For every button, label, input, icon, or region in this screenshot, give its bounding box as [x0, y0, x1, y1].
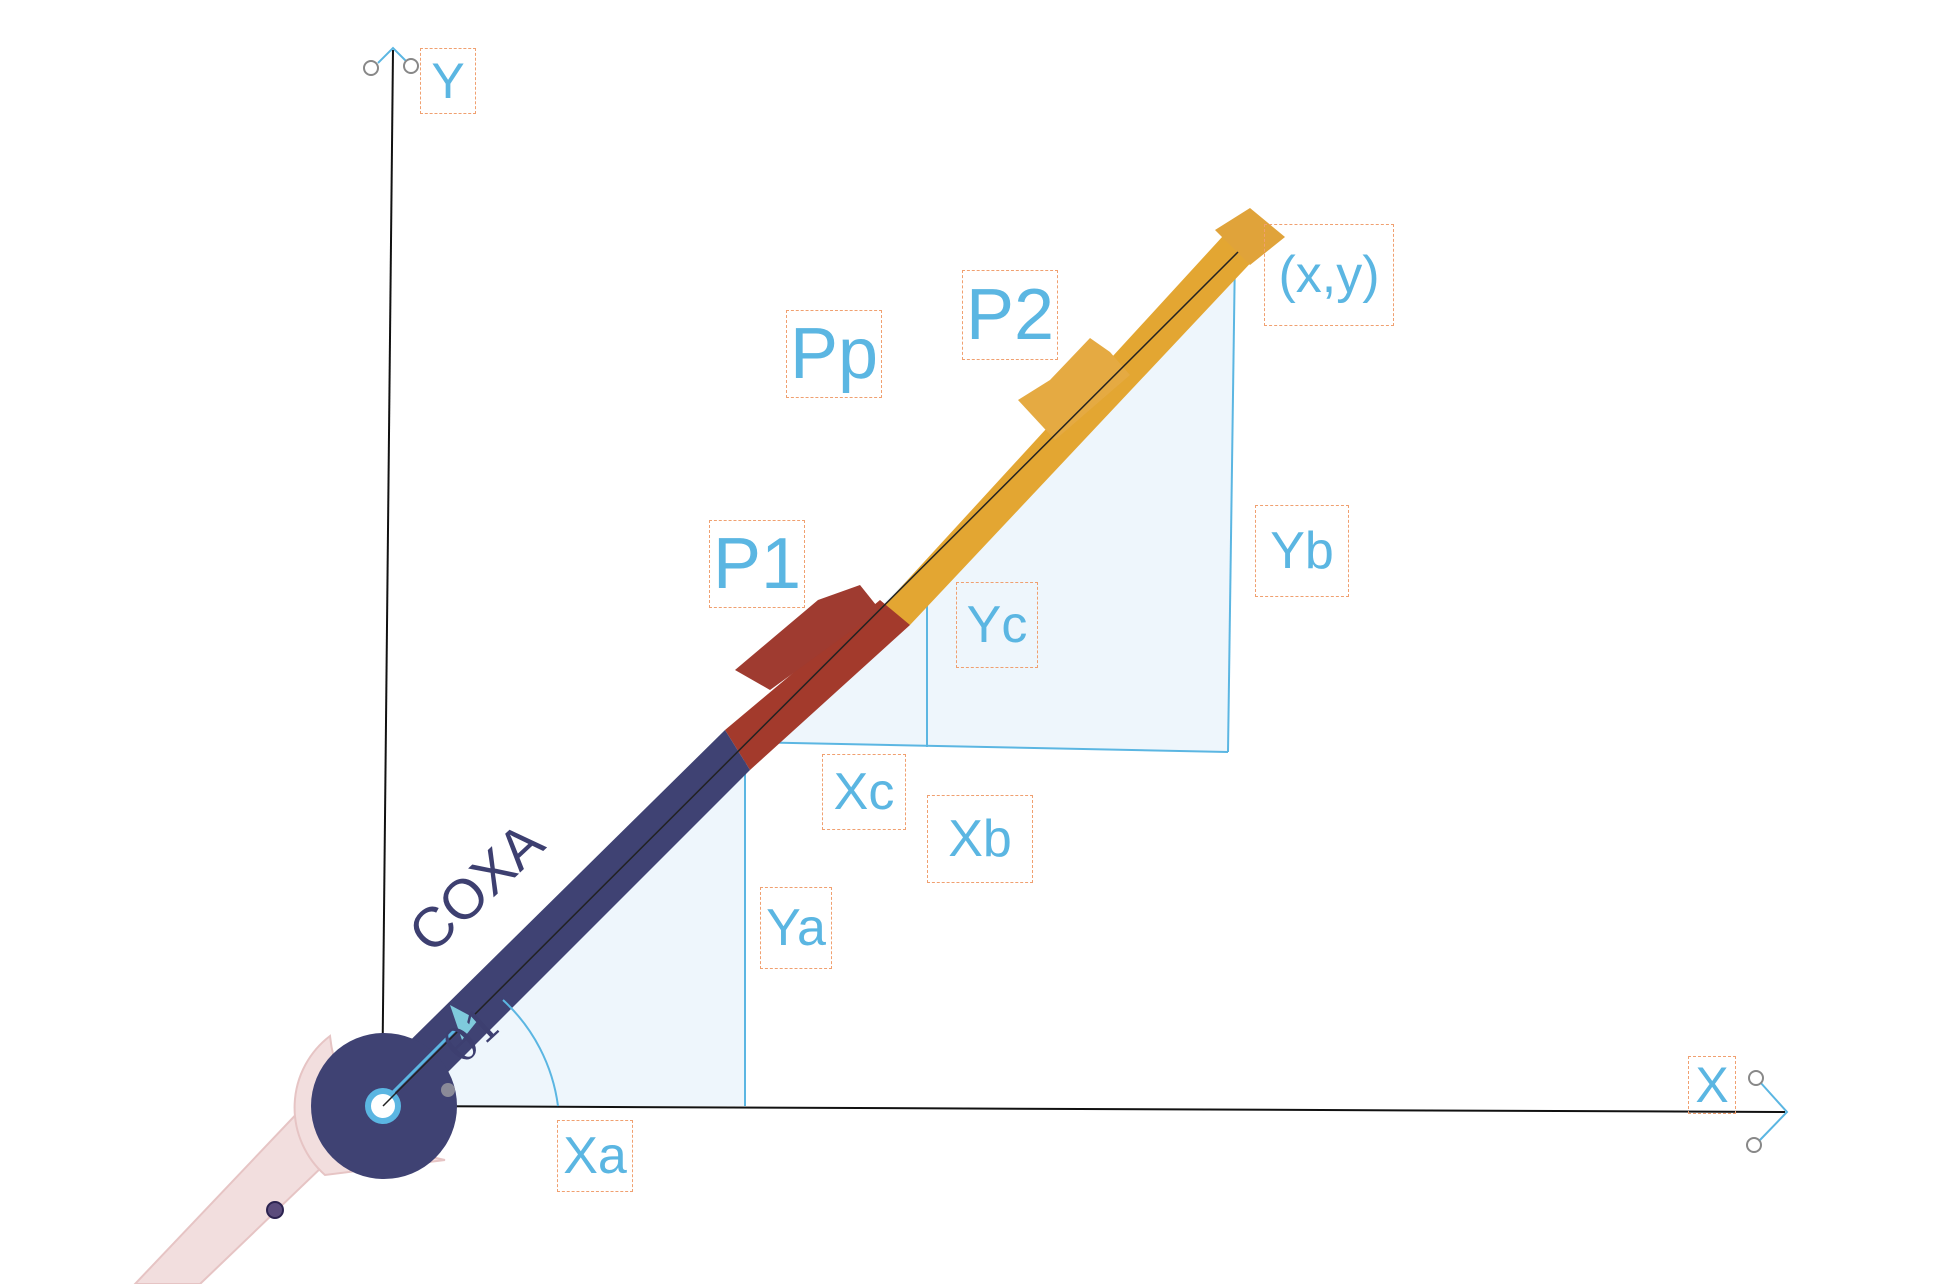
dim-xb-label: Xb [927, 795, 1033, 883]
femur-bracket [735, 585, 880, 690]
point-p2-label: P2 [962, 270, 1058, 360]
x-axis-line [380, 1105, 1786, 1113]
dim-ya-label: Ya [760, 887, 832, 969]
y-axis-arrow [377, 46, 409, 64]
xb-line [744, 741, 1229, 753]
dim-yc-label: Yc [956, 582, 1038, 668]
dim-xc-label: Xc [822, 754, 906, 830]
theta-arc [502, 999, 559, 1107]
coxa-side-pin [441, 1083, 455, 1097]
dim-xa-label: Xa [557, 1120, 633, 1192]
y-axis-line [381, 49, 394, 1107]
tibia-tip [1215, 208, 1285, 265]
point-pp-label: Pp [786, 310, 882, 398]
base-pin [266, 1201, 284, 1219]
theta-arrow-line [388, 1028, 457, 1097]
theta-arrowhead [450, 1005, 478, 1040]
end-point-label: (x,y) [1264, 224, 1394, 326]
y-handle-left[interactable] [363, 60, 379, 76]
yb-line [1227, 251, 1236, 753]
x-axis-label: X [1688, 1056, 1736, 1114]
point-p1-label: P1 [709, 520, 805, 608]
y-axis-label: Y [420, 48, 476, 114]
x-handle-bottom[interactable] [1746, 1137, 1762, 1153]
leg-centerline [382, 251, 1239, 1107]
dim-yb-label: Yb [1255, 505, 1349, 597]
x-axis-arrow [1759, 1081, 1789, 1141]
x-handle-top[interactable] [1748, 1070, 1764, 1086]
tibia-bracket [1018, 338, 1130, 440]
y-handle-right[interactable] [403, 58, 419, 74]
femur-segment [725, 600, 910, 770]
